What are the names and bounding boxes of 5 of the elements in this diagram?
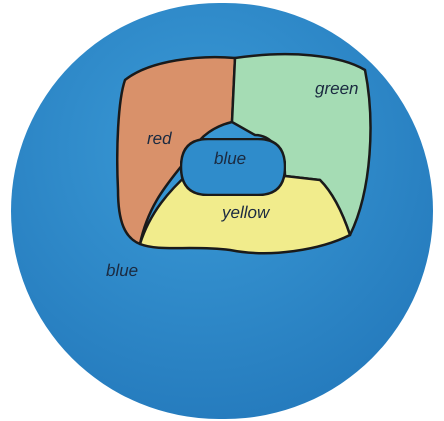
region-label: green — [315, 80, 358, 97]
region-label: yellow — [222, 204, 270, 221]
region-label: blue — [106, 262, 138, 279]
region-label: red — [147, 130, 172, 147]
region-label: blue — [214, 150, 246, 167]
